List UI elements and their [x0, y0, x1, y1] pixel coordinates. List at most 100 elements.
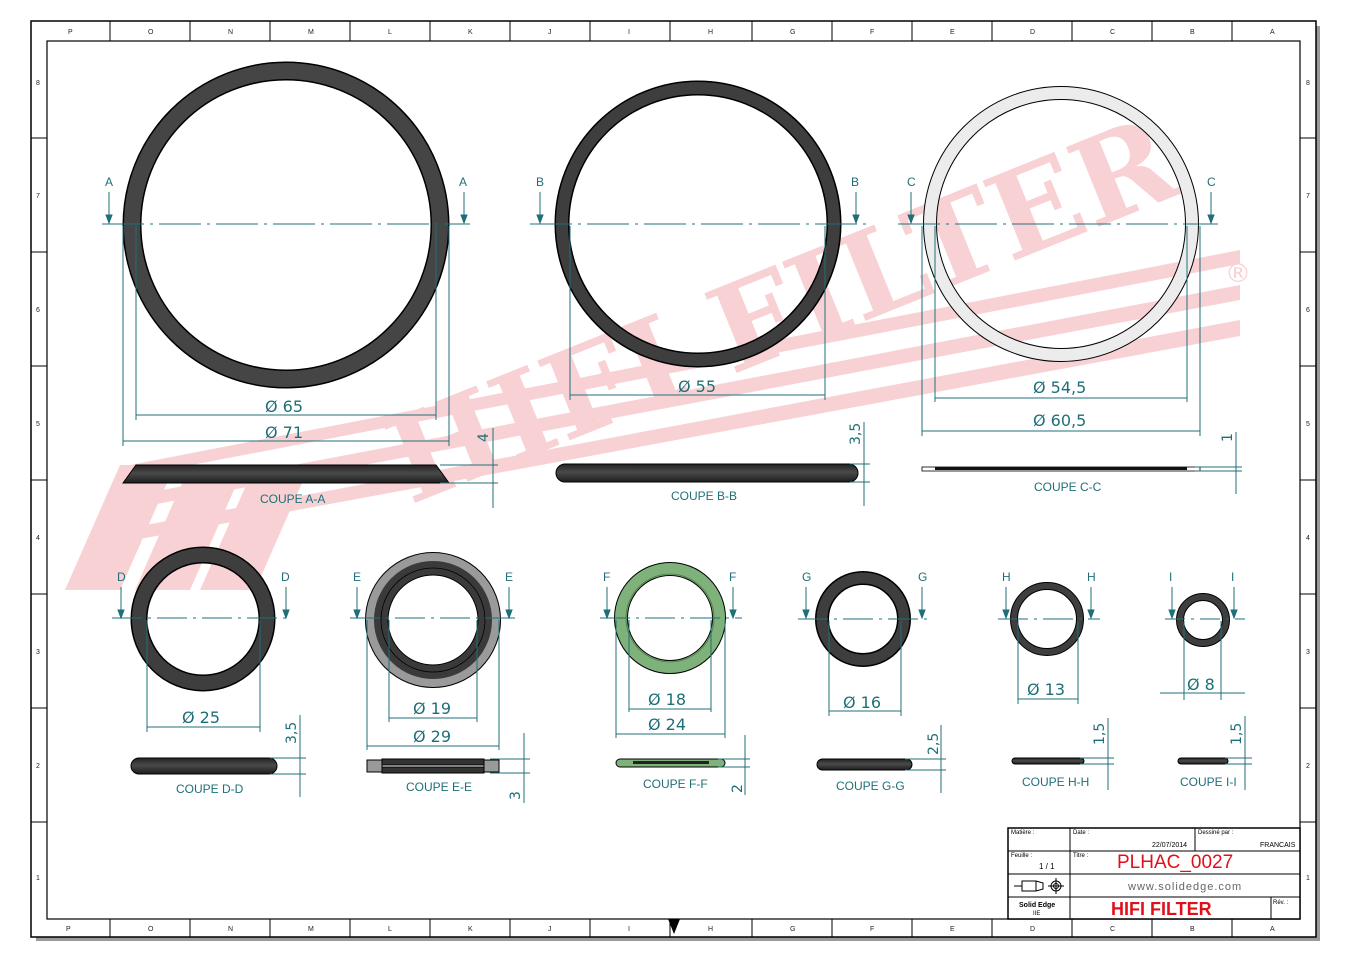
- svg-text:Feuille :: Feuille :: [1011, 853, 1032, 859]
- svg-text:1: 1: [1220, 433, 1236, 442]
- view-c: C C Ø 54,5 Ø 60,5 1 COUPE C-C: [898, 86, 1242, 494]
- svg-text:1,5: 1,5: [1092, 723, 1108, 745]
- svg-text:6: 6: [1306, 307, 1310, 314]
- svg-text:Ø 16: Ø 16: [843, 693, 881, 712]
- svg-text:C: C: [1110, 926, 1115, 933]
- svg-text:4: 4: [476, 433, 492, 442]
- svg-text:7: 7: [1306, 193, 1310, 200]
- view-h: H H Ø 13 1,5 COUPE H-H: [998, 570, 1114, 790]
- svg-text:C: C: [1207, 175, 1216, 189]
- svg-text:Ø 24: Ø 24: [648, 715, 686, 734]
- svg-text:G: G: [790, 29, 795, 36]
- svg-text:8: 8: [36, 80, 40, 87]
- zone-markers: [31, 21, 1316, 937]
- svg-text:Matière :: Matière :: [1011, 830, 1035, 836]
- svg-text:J: J: [548, 29, 552, 36]
- svg-text:H: H: [708, 29, 713, 36]
- svg-text:M: M: [308, 926, 314, 933]
- svg-text:F: F: [870, 29, 874, 36]
- svg-text:2: 2: [730, 784, 746, 793]
- svg-text:COUPE F-F: COUPE F-F: [643, 777, 708, 791]
- svg-text:Ø 60,5: Ø 60,5: [1033, 411, 1086, 430]
- svg-text:G: G: [802, 570, 811, 584]
- svg-text:Ø 25: Ø 25: [182, 708, 220, 727]
- svg-text:K: K: [468, 926, 473, 933]
- view-f: F F Ø 18 Ø 24 2 COUPE F-F: [600, 562, 750, 795]
- svg-text:Dessiné par :: Dessiné par :: [1198, 830, 1234, 836]
- svg-text:F: F: [870, 926, 874, 933]
- svg-text:D: D: [117, 570, 126, 584]
- svg-text:3: 3: [508, 791, 524, 800]
- view-b: B B Ø 55 3,5 COUPE B-B: [530, 80, 870, 506]
- svg-text:J: J: [548, 926, 552, 933]
- svg-text:COUPE A-A: COUPE A-A: [260, 492, 325, 506]
- svg-text:D: D: [281, 570, 290, 584]
- svg-text:Ø 13: Ø 13: [1027, 680, 1065, 699]
- svg-text:COUPE C-C: COUPE C-C: [1034, 480, 1102, 494]
- svg-text:H: H: [1087, 570, 1096, 584]
- svg-text:H: H: [708, 926, 713, 933]
- svg-text:Ø 71: Ø 71: [265, 423, 303, 442]
- svg-text:2: 2: [1306, 763, 1310, 770]
- svg-text:L: L: [388, 926, 392, 933]
- view-d: D D Ø 25 3,5 COUPE D-D: [112, 546, 306, 797]
- svg-text:K: K: [468, 29, 473, 36]
- svg-text:D: D: [1030, 29, 1035, 36]
- svg-text:C: C: [1110, 29, 1115, 36]
- svg-text:I: I: [628, 29, 630, 36]
- svg-text:1,5: 1,5: [1229, 723, 1245, 745]
- svg-text:B: B: [851, 175, 859, 189]
- center-mark-icon: [668, 919, 680, 934]
- svg-text:Rév. :: Rév. :: [1273, 900, 1289, 906]
- svg-text:C: C: [907, 175, 916, 189]
- svg-text:A: A: [1270, 29, 1275, 36]
- svg-text:IIE: IIE: [1033, 911, 1040, 917]
- company-name: HIFI FILTER: [1111, 899, 1212, 919]
- svg-text:3,5: 3,5: [284, 722, 300, 744]
- svg-text:Titre :: Titre :: [1073, 853, 1088, 859]
- svg-text:4: 4: [1306, 535, 1310, 542]
- svg-text:1: 1: [36, 875, 40, 882]
- svg-text:4: 4: [36, 535, 40, 542]
- svg-text:www.solidedge.com: www.solidedge.com: [1127, 881, 1242, 893]
- view-a: A A Ø 65 Ø 71 4 COUPE A-A: [102, 61, 498, 508]
- svg-text:Ø 55: Ø 55: [678, 377, 716, 396]
- svg-text:F: F: [603, 570, 610, 584]
- svg-text:G: G: [790, 926, 795, 933]
- svg-text:D: D: [1030, 926, 1035, 933]
- svg-text:I: I: [628, 926, 630, 933]
- svg-text:B: B: [1190, 29, 1195, 36]
- svg-text:3: 3: [1306, 649, 1310, 656]
- svg-text:2,5: 2,5: [926, 733, 942, 755]
- svg-text:O: O: [148, 926, 154, 933]
- svg-text:FRANCAIS: FRANCAIS: [1260, 842, 1296, 849]
- view-e: E E Ø 19 Ø 29 3 COUPE E-E: [350, 552, 530, 803]
- projection-symbol-icon: [1014, 878, 1064, 894]
- svg-text:P: P: [66, 926, 71, 933]
- view-g: G G Ø 16 2,5 COUPE G-G: [798, 570, 946, 793]
- svg-text:Ø 29: Ø 29: [413, 727, 451, 746]
- svg-text:1: 1: [1306, 875, 1310, 882]
- svg-text:B: B: [536, 175, 544, 189]
- svg-text:O: O: [148, 29, 154, 36]
- svg-text:E: E: [950, 29, 955, 36]
- svg-text:COUPE G-G: COUPE G-G: [836, 779, 905, 793]
- svg-text:COUPE I-I: COUPE I-I: [1180, 775, 1237, 789]
- svg-text:H: H: [1002, 570, 1011, 584]
- svg-text:Ø 54,5: Ø 54,5: [1033, 378, 1086, 397]
- svg-text:COUPE B-B: COUPE B-B: [671, 489, 737, 503]
- svg-text:G: G: [918, 570, 927, 584]
- zone-labels-right: 87 65 43 21: [1306, 80, 1310, 882]
- svg-text:3: 3: [36, 649, 40, 656]
- svg-text:COUPE E-E: COUPE E-E: [406, 780, 472, 794]
- svg-text:Date :: Date :: [1073, 830, 1089, 836]
- svg-text:COUPE H-H: COUPE H-H: [1022, 775, 1089, 789]
- svg-text:A: A: [459, 175, 467, 189]
- svg-text:8: 8: [1306, 80, 1310, 87]
- svg-text:E: E: [950, 926, 955, 933]
- svg-text:B: B: [1190, 926, 1195, 933]
- zone-labels-left: 87 65 43 21: [36, 80, 40, 882]
- registered-mark: ®: [1225, 259, 1251, 289]
